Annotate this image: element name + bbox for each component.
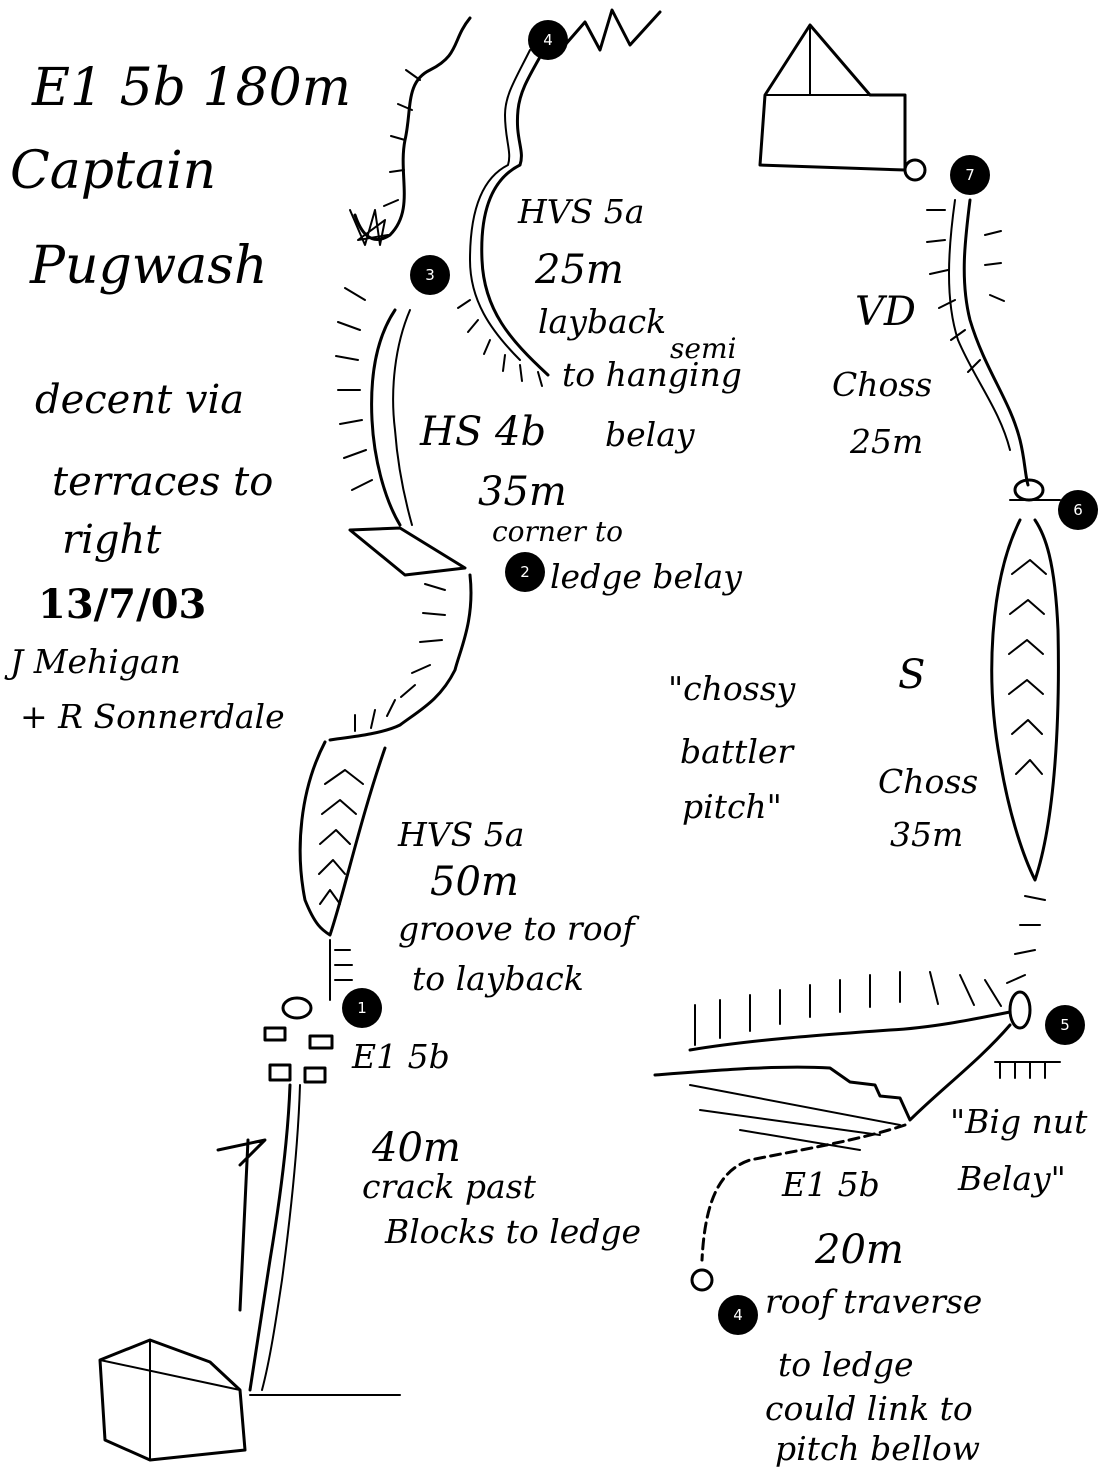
pitch-5-quote-3: pitch": [682, 790, 782, 823]
overhang-hatching: [458, 300, 542, 386]
pitch-4b-desc-2: to ledge: [778, 1348, 913, 1381]
ridge-zigzag: [565, 10, 660, 50]
pitch-5-grade: S: [898, 655, 925, 695]
descent-line-2: terraces to: [52, 462, 273, 502]
pitch-7-grade: VD: [855, 292, 916, 332]
pitch-1-line: [250, 1085, 290, 1390]
pitch-5-quote-1: "chossy: [668, 672, 795, 705]
pitch-1-desc-1: crack past: [362, 1170, 536, 1203]
climber-1: J Mehigan: [10, 645, 181, 678]
roof-edge: [690, 1012, 1010, 1050]
roof-slab-lines: [690, 1085, 900, 1150]
pitch-1-grade: E1 5b: [352, 1040, 450, 1073]
descent-line-1: decent via: [35, 380, 244, 420]
route-name-line-2: Pugwash: [30, 240, 267, 292]
pitch-4-desc-1: layback: [538, 305, 666, 338]
pitch-4-length: 25m: [535, 250, 624, 290]
pitch-5-herringbone: [1009, 560, 1046, 774]
pitch-4b-length: 20m: [815, 1230, 904, 1270]
pitch-3-line-b: [393, 310, 412, 525]
pitch-marker-4-top: 4: [528, 20, 568, 60]
descent-line-3: right: [62, 520, 161, 560]
pitch-5-rock: Choss: [878, 765, 978, 798]
pitch-5-hatching: [1007, 896, 1045, 983]
pitch-3-line: [372, 310, 400, 525]
belay-note-2: Belay": [958, 1162, 1066, 1195]
pitch-marker-3: 3: [410, 255, 450, 295]
pitch-5-wall: [992, 520, 1059, 880]
pitch-marker-7: 7: [950, 155, 990, 195]
climber-2: + R Sonnerdale: [20, 700, 285, 733]
block-4: [305, 1068, 325, 1082]
pitch-4-grade: HVS 5a: [518, 195, 644, 228]
pitch-1-desc-2: Blocks to ledge: [385, 1215, 641, 1248]
summit-block: [760, 25, 905, 170]
ledge-2: [350, 528, 465, 575]
pitch-4b-desc-4: pitch bellow: [775, 1432, 980, 1465]
pitch-2-hatching: [355, 584, 445, 731]
pitch-7-rock: Choss: [832, 368, 932, 401]
belay-ring-1: [283, 998, 311, 1018]
pitch-4-desc-3: to hanging: [562, 358, 742, 391]
base-flag: [218, 1140, 265, 1310]
boulder-lines: [100, 1340, 240, 1460]
pitch-2-line: [330, 575, 471, 740]
pitch-1-line-b: [262, 1085, 300, 1390]
pitch-2-desc-1: groove to roof: [398, 912, 635, 945]
belay-ring-5: [1010, 992, 1030, 1028]
route-grade: E1 5b 180m: [32, 62, 351, 114]
block-2: [310, 1036, 332, 1048]
boulder: [100, 1340, 245, 1460]
belay-note-1: "Big nut: [950, 1105, 1087, 1138]
pitch-3-desc-1: corner to: [492, 518, 623, 546]
pitch-3-length: 35m: [478, 472, 567, 512]
pitch-2-grade: HVS 5a: [398, 818, 524, 851]
cliff-hatching: [384, 70, 420, 206]
belay-ring-7: [905, 160, 925, 180]
pitch-7-line-b: [949, 200, 1010, 450]
belay-5-bar: [995, 1062, 1060, 1078]
pitch-marker-1: 1: [342, 988, 382, 1028]
pitch-marker-4-lower: 4: [718, 1295, 758, 1335]
pitch-3-desc-2: ledge belay: [550, 560, 742, 593]
pitch-4b-grade: E1 5b: [782, 1168, 880, 1201]
pitch-marker-6: 6: [1058, 490, 1098, 530]
pitch-1-length: 40m: [372, 1128, 461, 1168]
pitch-7-length: 25m: [850, 425, 923, 458]
pitch-2-length: 50m: [430, 862, 519, 902]
pitch-3-grade: HS 4b: [420, 412, 546, 452]
route-name-line-1: Captain: [10, 145, 216, 197]
block-3: [270, 1065, 290, 1080]
pitch-7-line: [964, 200, 1028, 485]
groove-step: [330, 940, 352, 1000]
cliff-outline: [355, 18, 470, 239]
block-1: [265, 1028, 285, 1040]
pitch-4-desc-4: belay: [605, 418, 695, 451]
pitch-marker-2: 2: [505, 552, 545, 592]
pitch-5-length: 35m: [890, 818, 963, 851]
pitch-2-desc-2: to layback: [412, 962, 584, 995]
ascent-date: 13/7/03: [38, 585, 206, 625]
belay-ring-4-lower: [692, 1270, 712, 1290]
pitch-marker-5: 5: [1045, 1005, 1085, 1045]
pitch-5-quote-2: battler: [680, 735, 793, 768]
pitch-4b-desc-3: could link to: [765, 1392, 973, 1425]
pitch-3-hatching: [336, 288, 372, 490]
pitch-4b-desc-1: roof traverse: [765, 1285, 982, 1318]
